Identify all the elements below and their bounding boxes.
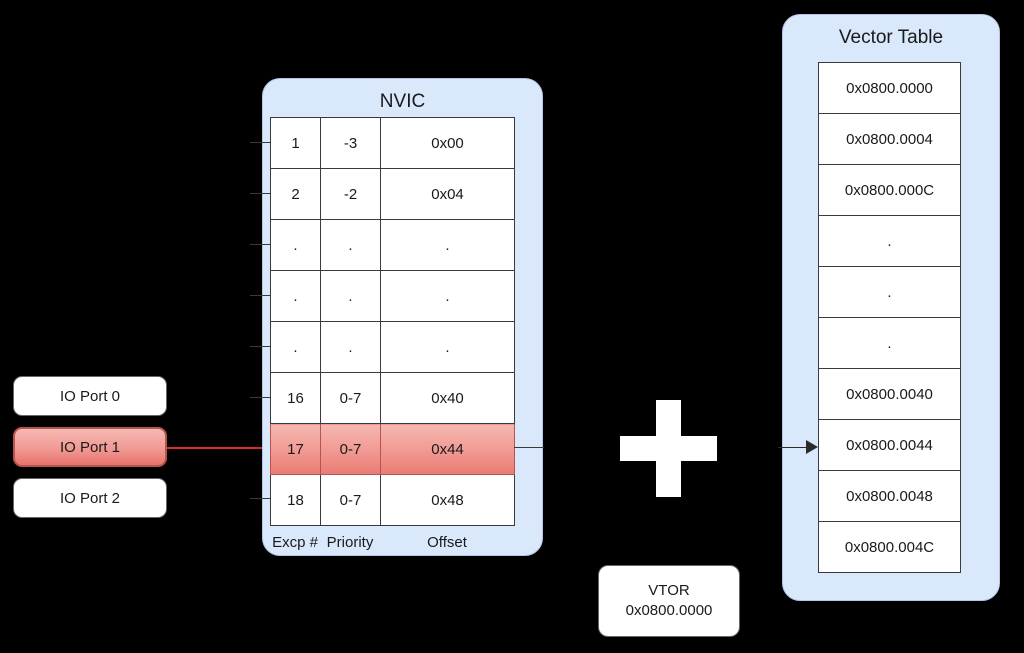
nvic-cell-excp: 1 bbox=[270, 117, 321, 169]
nvic-cell-priority: . bbox=[320, 270, 381, 322]
io-port-1-to-nvic-connector bbox=[167, 447, 263, 449]
vector-table: 0x0800.0000 0x0800.0004 0x0800.000C . . … bbox=[818, 62, 961, 573]
nvic-row-tick-5 bbox=[250, 346, 271, 347]
table-row[interactable]: 2 -2 0x04 bbox=[270, 168, 515, 220]
nvic-cell-offset: . bbox=[380, 270, 515, 322]
nvic-column-label-priority: Priority bbox=[326, 534, 374, 551]
list-item[interactable]: . bbox=[818, 215, 961, 267]
nvic-row-tick-6 bbox=[250, 397, 271, 398]
nvic-cell-excp: . bbox=[270, 219, 321, 271]
nvic-cell-offset: . bbox=[380, 219, 515, 271]
nvic-row-tick-1 bbox=[250, 142, 271, 143]
nvic-cell-offset: . bbox=[380, 321, 515, 373]
plus-vertical-bar bbox=[656, 400, 681, 497]
vector-table-title: Vector Table bbox=[838, 27, 944, 48]
list-item-target[interactable]: 0x0800.0044 bbox=[818, 419, 961, 471]
nvic-cell-priority: 0-7 bbox=[320, 372, 381, 424]
vector-table-address: . bbox=[818, 317, 961, 369]
nvic-cell-excp: 2 bbox=[270, 168, 321, 220]
nvic-cell-priority: -2 bbox=[320, 168, 381, 220]
nvic-row-tick-8 bbox=[250, 498, 271, 499]
list-item[interactable]: . bbox=[818, 317, 961, 369]
nvic-cell-excp: 17 bbox=[270, 423, 321, 475]
nvic-cell-excp: . bbox=[270, 270, 321, 322]
table-row[interactable]: . . . bbox=[270, 219, 515, 271]
vector-table-address: 0x0800.0004 bbox=[818, 113, 961, 165]
nvic-cell-offset: 0x40 bbox=[380, 372, 515, 424]
io-port-0-box[interactable]: IO Port 0 bbox=[13, 376, 167, 416]
nvic-cell-offset: 0x48 bbox=[380, 474, 515, 526]
vtor-name: VTOR bbox=[648, 582, 690, 599]
vtor-box[interactable]: VTOR 0x0800.0000 bbox=[598, 565, 740, 637]
io-port-2-label: IO Port 2 bbox=[59, 489, 121, 507]
vector-table-address: 0x0800.0000 bbox=[818, 62, 961, 114]
vector-table-address: 0x0800.000C bbox=[818, 164, 961, 216]
plus-operator-icon bbox=[620, 400, 717, 497]
io-port-2-box[interactable]: IO Port 2 bbox=[13, 478, 167, 518]
list-item[interactable]: 0x0800.0048 bbox=[818, 470, 961, 522]
nvic-cell-priority: 0-7 bbox=[320, 474, 381, 526]
vector-table-address: 0x0800.004C bbox=[818, 521, 961, 573]
nvic-column-label-excp: Excp # bbox=[272, 534, 318, 551]
nvic-row-tick-4 bbox=[250, 295, 271, 296]
vector-table-address: 0x0800.0044 bbox=[818, 419, 961, 471]
table-row-highlighted[interactable]: 17 0-7 0x44 bbox=[270, 423, 515, 475]
nvic-cell-offset: 0x44 bbox=[380, 423, 515, 475]
list-item[interactable]: . bbox=[818, 266, 961, 318]
nvic-cell-priority: . bbox=[320, 321, 381, 373]
nvic-row-17-output-connector bbox=[514, 447, 544, 448]
nvic-cell-priority: . bbox=[320, 219, 381, 271]
io-port-1-box[interactable]: IO Port 1 bbox=[13, 427, 167, 467]
nvic-cell-offset: 0x04 bbox=[380, 168, 515, 220]
table-row[interactable]: . . . bbox=[270, 270, 515, 322]
list-item[interactable]: 0x0800.000C bbox=[818, 164, 961, 216]
nvic-cell-offset: 0x00 bbox=[380, 117, 515, 169]
nvic-cell-excp: 16 bbox=[270, 372, 321, 424]
nvic-title: NVIC bbox=[379, 91, 426, 112]
nvic-cell-priority: -3 bbox=[320, 117, 381, 169]
list-item[interactable]: 0x0800.0000 bbox=[818, 62, 961, 114]
list-item[interactable]: 0x0800.0004 bbox=[818, 113, 961, 165]
nvic-column-label-offset: Offset bbox=[427, 534, 467, 551]
list-item[interactable]: 0x0800.004C bbox=[818, 521, 961, 573]
arrow-right-icon bbox=[806, 440, 818, 454]
list-item[interactable]: 0x0800.0040 bbox=[818, 368, 961, 420]
vector-table-arrow-line bbox=[778, 447, 811, 448]
nvic-cell-excp: . bbox=[270, 321, 321, 373]
vector-table-address: 0x0800.0048 bbox=[818, 470, 961, 522]
vector-table-address: 0x0800.0040 bbox=[818, 368, 961, 420]
nvic-exception-table: 1 -3 0x00 2 -2 0x04 . . . . . . . . bbox=[270, 117, 515, 526]
io-port-1-label: IO Port 1 bbox=[59, 438, 121, 456]
vector-table-address: . bbox=[818, 266, 961, 318]
table-row[interactable]: . . . bbox=[270, 321, 515, 373]
table-row[interactable]: 16 0-7 0x40 bbox=[270, 372, 515, 424]
nvic-cell-excp: 18 bbox=[270, 474, 321, 526]
io-port-0-label: IO Port 0 bbox=[59, 387, 121, 405]
nvic-cell-priority: 0-7 bbox=[320, 423, 381, 475]
vtor-value: 0x0800.0000 bbox=[625, 602, 713, 619]
table-row[interactable]: 18 0-7 0x48 bbox=[270, 474, 515, 526]
vector-table-address: . bbox=[818, 215, 961, 267]
table-row[interactable]: 1 -3 0x00 bbox=[270, 117, 515, 169]
nvic-row-tick-3 bbox=[250, 244, 271, 245]
nvic-row-tick-2 bbox=[250, 193, 271, 194]
